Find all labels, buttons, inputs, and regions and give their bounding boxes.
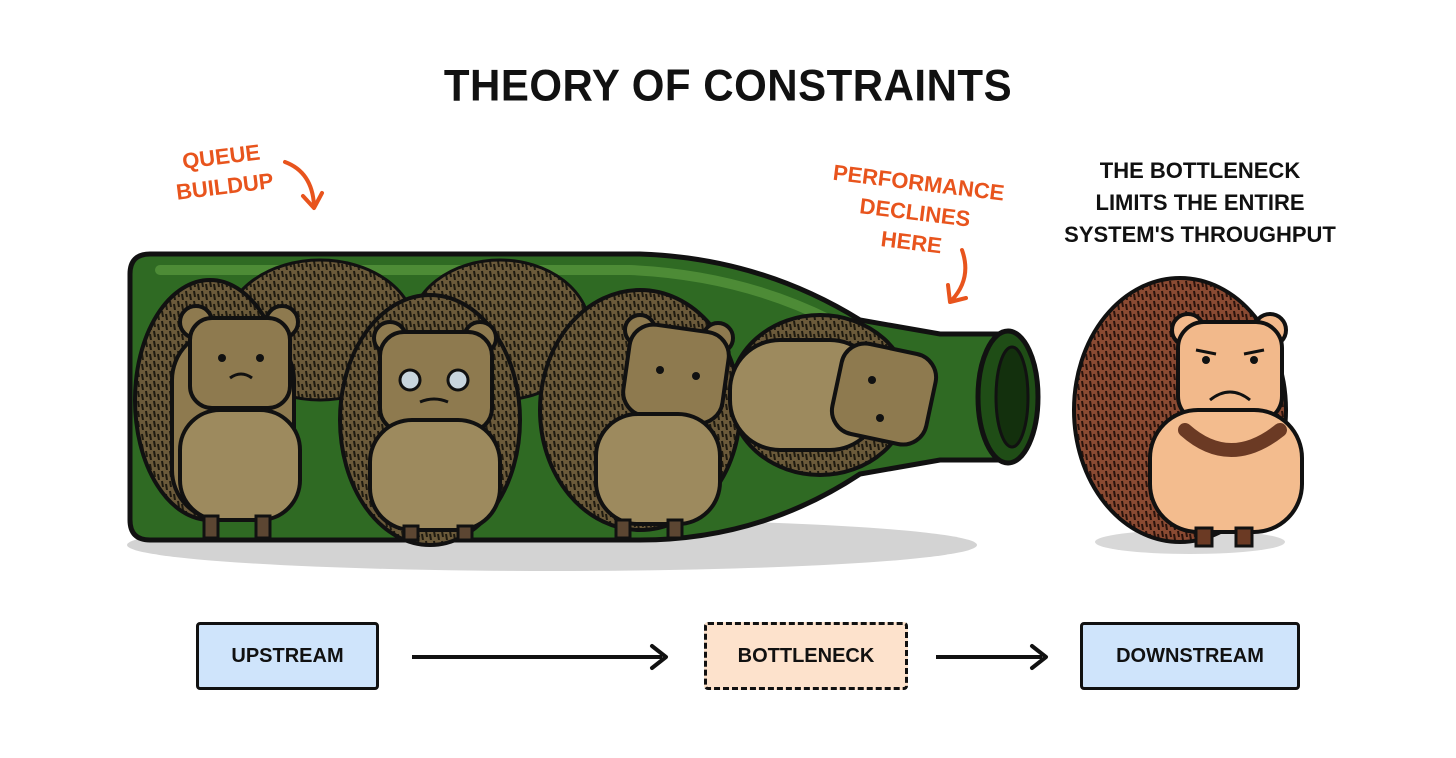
downstream-box: DOWNSTREAM [1080, 622, 1300, 690]
flow-arrow-icon [412, 644, 668, 670]
bottleneck-box: BOTTLENECK [704, 622, 908, 690]
flow-arrow-icon [936, 644, 1048, 670]
hedgehog-crowd [133, 258, 939, 547]
perf-arrow-icon [950, 248, 968, 302]
caption-line: LIMITS THE ENTIRE [1095, 190, 1305, 215]
queue-arrow-icon [283, 160, 316, 207]
diagram-title: THEORY OF CONSTRAINTS [443, 60, 1013, 111]
upstream-box: UPSTREAM [196, 622, 379, 690]
perf-arrow-head [946, 283, 968, 304]
bottleneck-hedgehog [1072, 276, 1304, 554]
queue-arrow-head [301, 191, 324, 210]
caption-line: SYSTEM'S THROUGHPUT [1064, 222, 1336, 247]
caption-line: THE BOTTLENECK [1099, 158, 1301, 183]
bottleneck-caption: THE BOTTLENECK LIMITS THE ENTIRE SYSTEM'… [1060, 155, 1340, 251]
